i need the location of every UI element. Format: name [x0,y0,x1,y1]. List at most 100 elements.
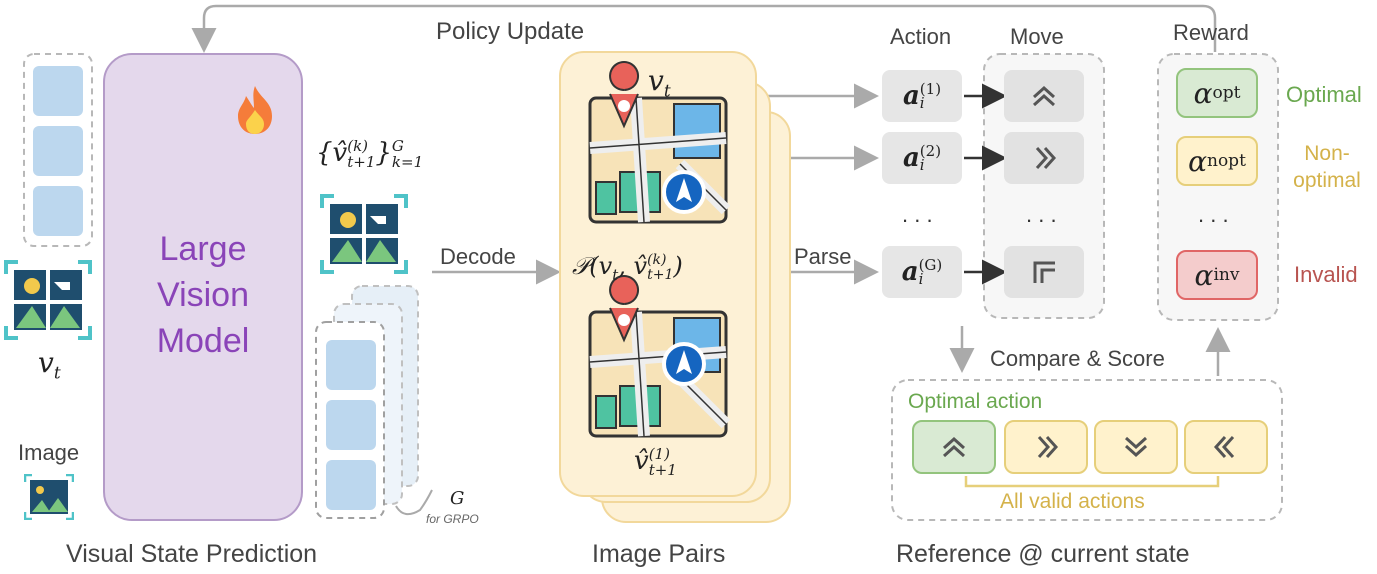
caption-visual-state: Visual State Prediction [66,540,318,568]
nonoptimal-line: optimal [1293,169,1361,192]
pred-sup: (k) [347,137,369,155]
reward-sub: nopt [1207,151,1246,171]
pair-formula-close: ) [673,252,683,280]
pred-sub: t+1 [347,153,376,171]
caption-reference: Reference @ current state [896,540,1190,568]
input-tile [33,186,83,236]
valid-actions-bracket [964,476,1220,488]
lvm-line: Model [156,322,250,360]
image-icon-small [24,474,74,520]
pred-tile [326,460,376,510]
optimal-action-label: Optimal action [908,390,1043,413]
move-box-right [1004,132,1084,184]
flame-icon [238,86,272,134]
pair-formula-t: t [612,265,619,284]
pair-formula-open: 𝒫(v [572,252,613,280]
reward-alpha: α [1193,76,1213,110]
pair-formula-sub: t+1 [647,266,674,283]
right-double-chevron-icon [1035,146,1057,170]
decode-label: Decode [440,244,516,269]
policy-update-label: Policy Update [436,18,585,45]
compare-score-label: Compare & Score [990,346,1165,371]
input-tile [33,66,83,116]
g-brace [395,489,433,516]
move-box-up [1004,70,1084,122]
g-label: G [450,488,465,509]
right-double-chevron-icon [1037,435,1059,459]
input-tile [33,126,83,176]
reference-valid-right [1004,420,1088,474]
reward-sub: inv [1213,265,1240,285]
action-box-G: a(G)i [882,246,962,298]
pair-bottom-sub: t+1 [648,461,677,479]
g-note: for GRPO [426,512,479,526]
pair-top-sub: t [663,81,671,102]
up-double-chevron-icon [1032,85,1056,107]
action-sup: (G) [918,256,943,274]
reward-ellipsis: . . . [1198,202,1229,227]
pair-bottom-label: v̂(1)t+1 [634,446,677,478]
map-icon-bottom [588,275,731,438]
action-symbol: a [902,143,920,173]
pred-close: } [375,138,392,168]
left-double-chevron-icon [1213,435,1235,459]
pred-k: k=1 [391,153,424,171]
t-subscript: t [53,363,61,384]
reference-valid-left [1184,420,1268,474]
pair-top-v: v [648,64,664,97]
lvm-title: Large Vision Model [104,226,302,364]
reward-alpha: α [1194,258,1214,292]
image-icon-predicted [320,194,408,274]
pair-bottom-sup: (1) [648,445,670,463]
pred-tile [326,400,376,450]
map-icon-top [588,61,731,224]
move-box-corner [1004,246,1084,298]
reference-optimal-up [912,420,996,474]
v-t-left-label: vt [38,346,61,384]
all-valid-actions-label: All valid actions [1000,490,1145,513]
action-sub: i [918,270,924,288]
action-symbol: a [901,257,919,287]
pred-G: G [391,137,404,155]
policy-update-arrow [191,4,1217,53]
action-header: Action [890,24,952,49]
pair-formula-label: 𝒫(vt, v̂(k)t+1) [572,252,683,284]
up-double-chevron-icon [942,436,966,458]
reward-alpha: α [1188,144,1207,178]
move-ellipsis: . . . [1026,202,1057,227]
reward-sub: opt [1212,83,1241,103]
pair-formula-mid: , v̂ [618,252,648,280]
large-vision-model-box [103,53,303,521]
caption-image-pairs: Image Pairs [592,540,726,568]
pair-top-label: vt [648,64,671,102]
action-sub: i [919,156,925,174]
action-box-2: a(2)i [882,132,962,184]
image-label: Image [18,440,80,465]
action-sub: i [919,94,925,112]
action-ellipsis: . . . [902,202,933,227]
action-box-1: a(1)i [882,70,962,122]
lvm-line: Large [159,230,247,268]
v-symbol: v [38,346,54,379]
reward-label-nonoptimal: Non- optimal [1286,140,1368,194]
reference-valid-down [1094,420,1178,474]
action-sup: (1) [919,80,942,98]
reward-label-optimal: Optimal [1286,82,1362,107]
lvm-line: Vision [157,276,249,314]
pair-bottom-v: v̂ [634,446,649,476]
move-header: Move [1010,24,1064,49]
down-double-chevron-icon [1124,436,1148,458]
input-tiles-frame [23,53,93,247]
pair-formula-sup: (k) [647,251,667,268]
reward-header: Reward [1173,20,1249,45]
action-symbol: a [902,81,920,111]
parse-label: Parse [794,244,852,269]
pred-set-open: {v̂ [316,138,348,168]
action-sup: (2) [919,142,942,160]
reward-label-invalid: Invalid [1294,262,1358,287]
